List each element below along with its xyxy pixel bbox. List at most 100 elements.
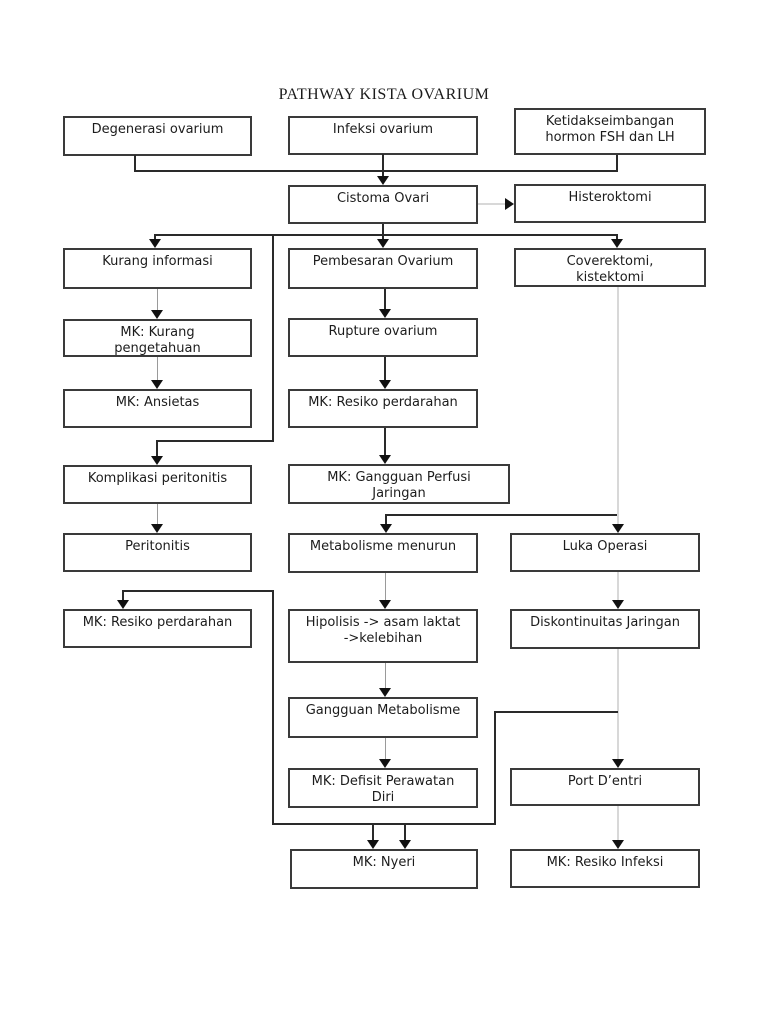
box-label: Histeroktomi <box>568 190 652 205</box>
box-mk-defisit-perawatan-diri: MK: Defisit Perawatan Diri <box>288 768 478 808</box>
connector-segment <box>272 236 274 442</box>
connector-segment <box>157 289 158 310</box>
arrowhead-down-icon <box>399 840 411 849</box>
box-label: Peritonitis <box>125 539 190 554</box>
connector-segment <box>382 154 384 178</box>
box-label: Hipolisis -> asam laktat ->kelebihan <box>305 615 461 646</box>
connector-segment <box>122 592 124 601</box>
connector-segment <box>494 711 496 825</box>
connector-segment <box>385 514 618 516</box>
connector-segment <box>385 738 386 759</box>
connector-segment <box>385 516 387 525</box>
arrowhead-down-icon <box>151 456 163 465</box>
connector-segment <box>617 572 619 600</box>
box-label: Komplikasi peritonitis <box>87 471 228 486</box>
arrowhead-down-icon <box>367 840 379 849</box>
box-mk-resiko-perdarahan-left: MK: Resiko perdarahan <box>63 609 252 648</box>
box-label: MK: Ansietas <box>115 395 200 410</box>
connector-segment <box>494 711 618 713</box>
box-label: MK: Resiko Infeksi <box>546 855 664 870</box>
arrowhead-down-icon <box>612 524 624 533</box>
box-luka-operasi: Luka Operasi <box>510 533 700 572</box>
connector-segment <box>272 590 274 825</box>
box-label: Rupture ovarium <box>328 324 438 339</box>
connector-segment <box>384 428 386 456</box>
box-label: Kurang informasi <box>102 254 213 269</box>
box-label: Port D’entri <box>567 774 643 789</box>
box-label: Luka Operasi <box>562 539 648 554</box>
box-komplikasi-peritonitis: Komplikasi peritonitis <box>63 465 252 504</box>
connector-segment <box>122 590 274 592</box>
box-label: Degenerasi ovarium <box>91 122 224 137</box>
arrowhead-down-icon <box>379 600 391 609</box>
box-cistoma-ovari: Cistoma Ovari <box>288 185 478 224</box>
connector-segment <box>617 806 619 840</box>
box-peritonitis: Peritonitis <box>63 533 252 572</box>
box-rupture-ovarium: Rupture ovarium <box>288 318 478 357</box>
box-mk-nyeri: MK: Nyeri <box>290 849 478 889</box>
box-coverektomi-kistektomi: Coverektomi, kistektomi <box>514 248 706 287</box>
connector-segment <box>272 823 496 825</box>
arrowhead-down-icon <box>151 524 163 533</box>
connector-segment <box>157 504 158 524</box>
connector-segment <box>404 825 406 841</box>
arrowhead-down-icon <box>151 310 163 319</box>
connector-segment <box>385 663 386 688</box>
connector-segment <box>384 289 386 310</box>
box-port-dentri: Port D’entri <box>510 768 700 806</box>
arrowhead-down-icon <box>612 600 624 609</box>
box-histeroktomi: Histeroktomi <box>514 184 706 223</box>
box-label: MK: Nyeri <box>352 855 416 870</box>
connector-segment <box>156 442 158 456</box>
box-label: MK: Kurang pengetahuan <box>114 325 201 356</box>
box-label: Metabolisme menurun <box>309 539 457 554</box>
box-label: Ketidakseimbangan hormon FSH dan LH <box>545 114 675 145</box>
box-label: Infeksi ovarium <box>332 122 434 137</box>
connector-segment <box>382 236 384 240</box>
arrowhead-down-icon <box>380 524 392 533</box>
connector-segment <box>616 155 618 170</box>
box-diskontinuitas-jaringan: Diskontinuitas Jaringan <box>510 609 700 649</box>
box-infeksi-ovarium: Infeksi ovarium <box>288 116 478 155</box>
arrowhead-down-icon <box>379 380 391 389</box>
connector-segment <box>385 573 386 600</box>
arrowhead-down-icon <box>377 176 389 185</box>
connector-segment <box>154 234 618 236</box>
connector-segment <box>384 357 386 381</box>
arrowhead-down-icon <box>612 759 624 768</box>
box-mk-gangguan-perfusi-jaringan: MK: Gangguan Perfusi Jaringan <box>288 464 510 504</box>
arrowhead-down-icon <box>379 455 391 464</box>
box-label: Cistoma Ovari <box>336 191 430 206</box>
page-title: PATHWAY KISTA OVARIUM <box>278 86 490 103</box>
box-metabolisme-menurun: Metabolisme menurun <box>288 533 478 573</box>
box-label: MK: Defisit Perawatan Diri <box>311 774 455 805</box>
connector-segment <box>617 649 619 759</box>
box-kurang-informasi: Kurang informasi <box>63 248 252 289</box>
box-label: Diskontinuitas Jaringan <box>530 615 680 630</box>
box-mk-resiko-infeksi: MK: Resiko Infeksi <box>510 849 700 888</box>
box-ketidakseimbangan-hormon: Ketidakseimbangan hormon FSH dan LH <box>514 108 706 155</box>
box-label: Pembesaran Ovarium <box>312 254 454 269</box>
box-label: MK: Resiko perdarahan <box>82 615 233 630</box>
connector-segment <box>616 236 618 240</box>
arrowhead-down-icon <box>151 380 163 389</box>
arrowhead-down-icon <box>117 600 129 609</box>
arrowhead-down-icon <box>612 840 624 849</box>
box-mk-ansietas: MK: Ansietas <box>63 389 252 428</box>
box-hipolisis-asam-laktat: Hipolisis -> asam laktat ->kelebihan <box>288 609 478 663</box>
arrowhead-right-icon <box>505 198 514 210</box>
box-label: Gangguan Metabolisme <box>305 703 461 718</box>
connector-segment <box>157 357 158 380</box>
box-mk-kurang-pengetahuan: MK: Kurang pengetahuan <box>63 319 252 357</box>
box-label: MK: Resiko perdarahan <box>308 395 458 410</box>
box-label: Coverektomi, kistektomi <box>566 254 654 285</box>
box-mk-resiko-perdarahan-center: MK: Resiko perdarahan <box>288 389 478 428</box>
connector-segment <box>134 170 618 172</box>
connector-segment <box>156 440 274 442</box>
arrowhead-down-icon <box>379 688 391 697</box>
box-gangguan-metabolisme: Gangguan Metabolisme <box>288 697 478 738</box>
connector-segment <box>478 203 505 205</box>
connector-segment <box>154 236 156 240</box>
box-degenerasi-ovarium: Degenerasi ovarium <box>63 116 252 156</box>
